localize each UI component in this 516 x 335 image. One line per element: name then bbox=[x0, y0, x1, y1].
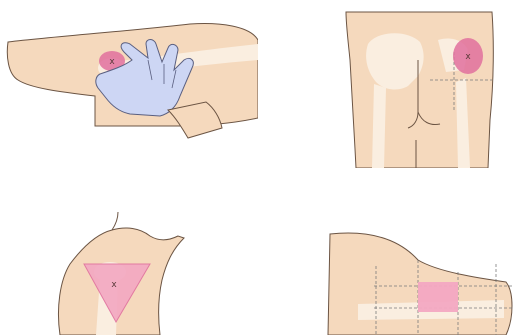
vastus-lateralis-panel bbox=[258, 168, 516, 335]
dorsogluteal-panel: x bbox=[258, 0, 516, 168]
ventrogluteal-site-icon: x bbox=[0, 0, 258, 168]
site-marker: x bbox=[465, 52, 471, 62]
femur-left bbox=[372, 84, 386, 168]
vastus-lateralis-zone bbox=[418, 282, 458, 312]
ventrogluteal-panel: x bbox=[0, 0, 258, 168]
buttocks-body bbox=[346, 12, 493, 168]
deltoid-site-icon: x bbox=[0, 168, 258, 335]
deltoid-panel: x bbox=[0, 168, 258, 335]
site-marker: x bbox=[111, 280, 117, 290]
dorsogluteal-site-icon: x bbox=[258, 0, 516, 168]
site-marker: x bbox=[109, 57, 115, 67]
vastus-lateralis-site-icon bbox=[258, 168, 516, 335]
